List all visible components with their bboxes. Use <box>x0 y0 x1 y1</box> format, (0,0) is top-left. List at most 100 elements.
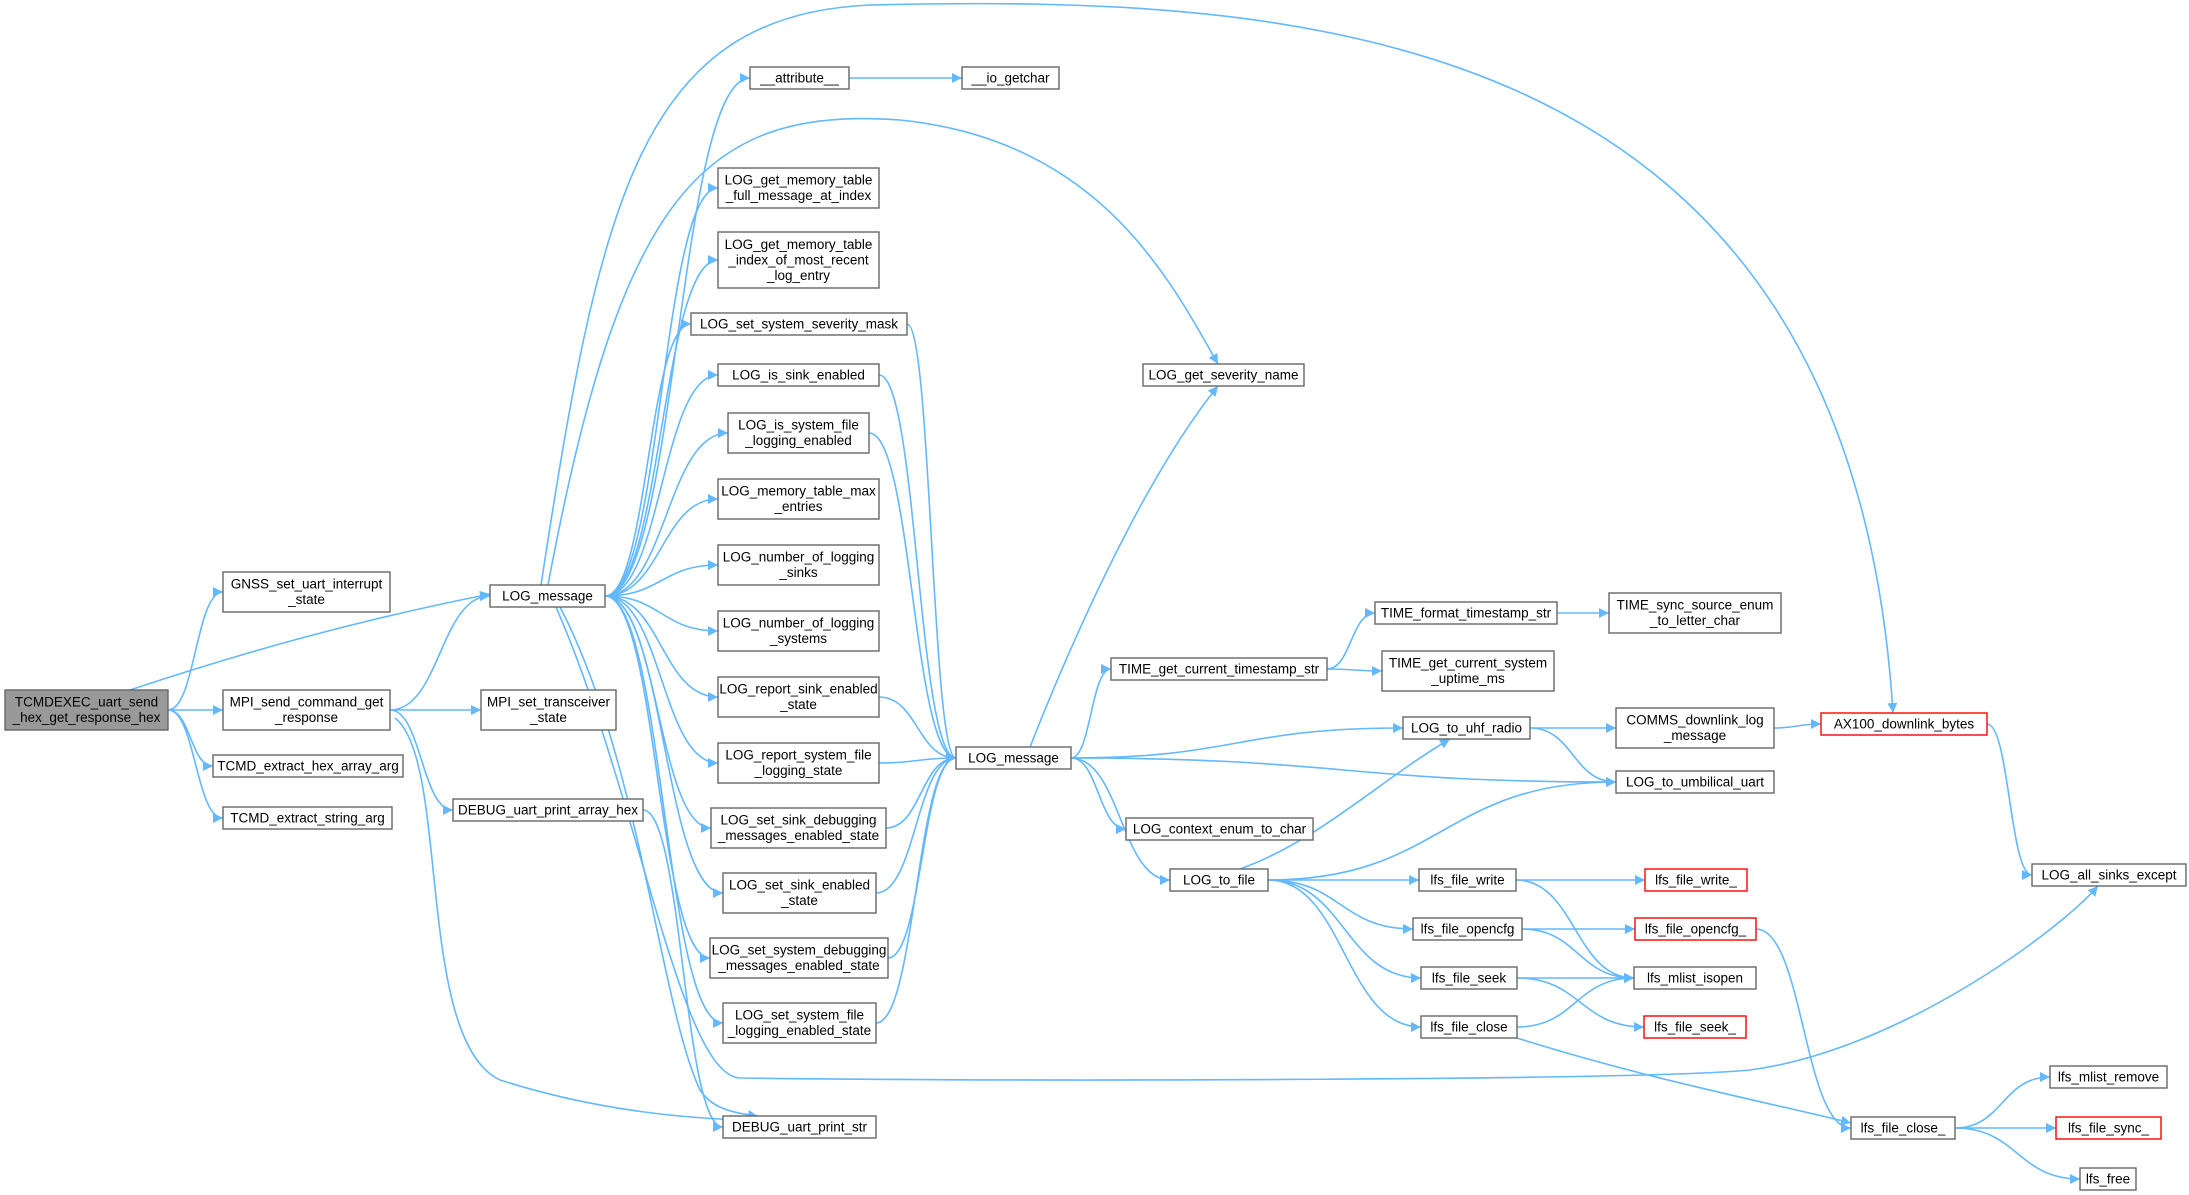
node-dbg-str[interactable]: DEBUG_uart_print_str <box>722 1115 877 1139</box>
node-lfs-close[interactable]: lfs_file_close <box>1420 1015 1518 1039</box>
node-lfs-sync[interactable]: lfs_file_sync_ <box>2055 1116 2162 1140</box>
node-sysfile-en[interactable]: LOG_is_system_file_logging_enabled <box>727 412 870 454</box>
node-lfs-mlist[interactable]: lfs_mlist_isopen <box>1633 966 1757 990</box>
node-num-sys[interactable]: LOG_number_of_logging_systems <box>717 610 880 652</box>
node-label-line: lfs_file_sync_ <box>2068 1120 2150 1135</box>
edge-logmsg1-to-mt_max <box>604 494 719 597</box>
node-layer: TCMDEXEC_uart_send_hex_get_response_hex G… <box>4 66 2187 1191</box>
node-label-line: lfs_file_write_ <box>1655 872 1737 887</box>
node-lfs-opencfg-[interactable]: lfs_file_opencfg_ <box>1634 917 1757 941</box>
node-box <box>717 742 880 784</box>
node-box <box>717 610 880 652</box>
edge-comms-to-ax100 <box>1773 719 1822 730</box>
edge-lfs_seek-to-lfs_seek_ <box>1516 977 1645 1032</box>
node-tcmd-hex[interactable]: TCMD_extract_hex_array_arg <box>212 754 404 778</box>
node-lfs-seek-[interactable]: lfs_file_seek_ <box>1643 1015 1747 1039</box>
node-label-line: __io_getchar <box>970 70 1050 85</box>
edge-sev_mask-to-logmsg2 <box>906 323 957 763</box>
node-mt-idx[interactable]: LOG_get_memory_table_index_of_most_recen… <box>717 231 880 289</box>
node-box <box>717 544 880 586</box>
node-sink-en[interactable]: LOG_is_sink_enabled <box>717 363 880 387</box>
node-label-line: LOG_is_system_file <box>738 418 859 433</box>
node-label-line: LOG_report_sink_enabled <box>719 682 877 697</box>
node-box <box>1420 966 1518 990</box>
edge-dbg_hex-to-dbg_str <box>642 809 724 1132</box>
edge-logmsg1-to-num_sys <box>604 595 719 636</box>
node-label-line: TIME_sync_source_enum <box>1617 598 1774 613</box>
node-time-fmt[interactable]: TIME_format_timestamp_str <box>1374 601 1558 625</box>
node-logmsg1[interactable]: LOG_message <box>489 584 606 608</box>
node-lfs-opencfg[interactable]: lfs_file_opencfg <box>1412 917 1523 941</box>
node-box <box>1643 1015 1747 1039</box>
node-all-sinks[interactable]: LOG_all_sinks_except <box>2031 863 2187 887</box>
node-root[interactable]: TCMDEXEC_uart_send_hex_get_response_hex <box>4 689 169 731</box>
node-box <box>1402 716 1531 740</box>
node-lfs-close-[interactable]: lfs_file_close_ <box>1850 1116 1956 1140</box>
node-gnss[interactable]: GNSS_set_uart_interrupt_state <box>222 571 391 613</box>
node-box <box>1110 657 1328 681</box>
node-label-line: TCMD_extract_string_arg <box>230 810 385 825</box>
node-lfs-seek[interactable]: lfs_file_seek <box>1420 966 1518 990</box>
node-set-sys-dbg[interactable]: LOG_set_system_debugging_messages_enable… <box>709 937 889 979</box>
node-time-sync[interactable]: TIME_sync_source_enum_to_letter_char <box>1608 592 1782 634</box>
node-rep-sink[interactable]: LOG_report_sink_enabled_state <box>717 676 880 718</box>
edge-logmsg2-to-time_cur <box>1070 664 1112 759</box>
edge-root-to-tcmd_str <box>167 709 224 823</box>
node-label-line: LOG_set_system_debugging <box>712 943 887 958</box>
node-box <box>1633 966 1757 990</box>
node-set-sink-dbg[interactable]: LOG_set_sink_debugging_messages_enabled_… <box>710 807 887 849</box>
node-label-line: LOG_to_file <box>1183 872 1255 887</box>
node-rep-sysfile[interactable]: LOG_report_system_file_logging_state <box>717 742 880 784</box>
node-lfs-write-[interactable]: lfs_file_write_ <box>1644 868 1748 892</box>
node-box <box>222 571 391 613</box>
node-label-line: _entries <box>773 499 822 514</box>
node-to-file[interactable]: LOG_to_file <box>1169 868 1269 892</box>
node-label-line: _logging_enabled <box>744 433 852 448</box>
edge-sink_en-to-logmsg2 <box>878 374 957 763</box>
node-time-cur[interactable]: TIME_get_current_timestamp_str <box>1110 657 1328 681</box>
node-set-sysfile[interactable]: LOG_set_system_file_logging_enabled_stat… <box>722 1002 877 1044</box>
node-box <box>1644 868 1748 892</box>
node-box <box>489 584 606 608</box>
node-dbg-hex[interactable]: DEBUG_uart_print_array_hex <box>452 798 644 822</box>
edge-root-to-tcmd_hex <box>167 709 214 771</box>
node-time-up[interactable]: TIME_get_current_system_uptime_ms <box>1381 650 1555 692</box>
node-lfs-write[interactable]: lfs_file_write <box>1418 868 1517 892</box>
node-tcmd-str[interactable]: TCMD_extract_string_arg <box>222 806 393 830</box>
node-label-line: lfs_free <box>2086 1171 2130 1186</box>
node-sev-name[interactable]: LOG_get_severity_name <box>1142 363 1305 387</box>
node-box <box>1412 917 1523 941</box>
node-box <box>2049 1065 2168 1089</box>
node-mpi-send[interactable]: MPI_send_command_get_response <box>222 689 391 731</box>
node-set-sink-en[interactable]: LOG_set_sink_enabled_state <box>722 872 877 914</box>
node-to-uhf[interactable]: LOG_to_uhf_radio <box>1402 716 1531 740</box>
node-attr[interactable]: __attribute__ <box>749 66 850 90</box>
node-label-line: lfs_file_close_ <box>1861 1120 1946 1135</box>
node-comms[interactable]: COMMS_downlink_log_message <box>1615 707 1775 749</box>
node-label-line: _message <box>1663 728 1726 743</box>
edge-logmsg1-to-all_sinks <box>555 606 2099 1081</box>
node-label-line: _log_entry <box>766 268 830 283</box>
node-mt-full[interactable]: LOG_get_memory_table_full_message_at_ind… <box>717 167 880 209</box>
node-ax100[interactable]: AX100_downlink_bytes <box>1820 712 1988 736</box>
node-ctx-enum[interactable]: LOG_context_enum_to_char <box>1125 817 1314 841</box>
node-box <box>722 872 877 914</box>
edge-set_sysfile-to-logmsg2 <box>875 753 957 1024</box>
node-label-line: LOG_message <box>968 750 1059 765</box>
node-label-line: _state <box>779 697 817 712</box>
edge-logmsg1-to-mt_full <box>604 183 719 597</box>
node-lfs-free[interactable]: lfs_free <box>2079 1167 2137 1191</box>
node-label-line: MPI_set_transceiver <box>487 695 611 710</box>
node-num-sinks[interactable]: LOG_number_of_logging_sinks <box>717 544 880 586</box>
node-getchar[interactable]: __io_getchar <box>961 66 1060 90</box>
node-mpi-trx[interactable]: MPI_set_transceiver_state <box>480 689 617 731</box>
edge-to_file-to-lfs_seek <box>1267 879 1422 983</box>
node-label-line: _uptime_ms <box>1430 671 1505 686</box>
node-logmsg2[interactable]: LOG_message <box>955 746 1072 770</box>
node-mt-max[interactable]: LOG_memory_table_max_entries <box>717 478 880 520</box>
node-sev-mask[interactable]: LOG_set_system_severity_mask <box>690 312 908 336</box>
edge-logmsg1-to-sev_mask <box>604 319 692 597</box>
node-lfs-mremove[interactable]: lfs_mlist_remove <box>2049 1065 2168 1089</box>
node-box <box>717 231 880 289</box>
node-to-umb[interactable]: LOG_to_umbilical_uart <box>1615 770 1775 794</box>
